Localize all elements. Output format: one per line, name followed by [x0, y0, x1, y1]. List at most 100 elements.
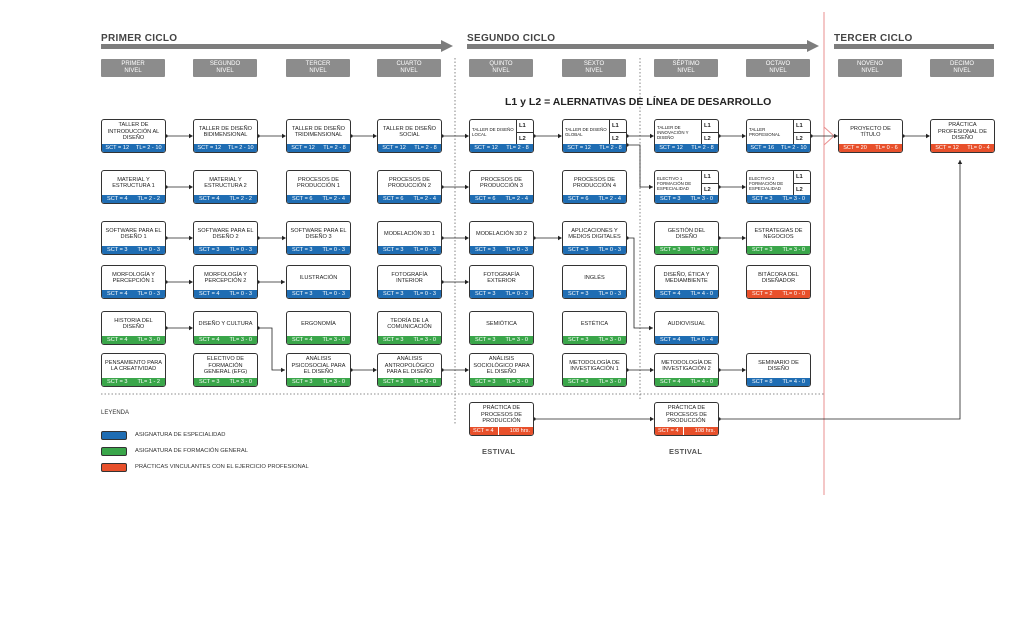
level-header-text: NIVEL — [769, 68, 787, 74]
course-tl: TL= 0 - 3 — [322, 291, 346, 297]
link-cultura-psicosocial-arrowhead-icon — [281, 367, 285, 373]
course-name: MODELACIÓN 3D 2 — [476, 230, 527, 237]
course-card-c26[interactable]: ELECTIVO DE FORMACIÓN GENERAL (EFG)SCT =… — [193, 353, 258, 387]
line-option-l1: L1 — [701, 171, 718, 184]
course-tl: TL= 2 - 10 — [780, 145, 807, 151]
course-name: SOFTWARE PARA EL DISEÑO 1 — [105, 227, 162, 240]
course-tl: TL= 3 - 0 — [690, 247, 714, 253]
course-name: PROCESOS DE PRODUCCIÓN 2 — [388, 176, 431, 189]
link-fotografia-1-2-arrowhead-icon — [465, 279, 469, 285]
line-option-l1: L1 — [609, 120, 626, 133]
course-name: SOFTWARE PARA EL DISEÑO 2 — [197, 227, 254, 240]
course-name: ERGONOMÍA — [301, 320, 336, 327]
level-header-text: NOVENO — [856, 61, 883, 67]
course-tl: TL= 4 - 0 — [690, 379, 714, 385]
course-sct: SCT = 6 — [291, 196, 313, 202]
course-tl: TL= 3 - 0 — [137, 337, 161, 343]
link-taller-5-6-arrowhead-icon — [558, 133, 562, 139]
course-sct: SCT = 12 — [567, 145, 591, 151]
course-tl: TL= 0 - 4 — [690, 337, 714, 343]
course-sct: SCT = 12 — [197, 145, 222, 151]
course-sct: SCT = 4 — [658, 427, 684, 435]
course-name: ELECTIVO DE FORMACIÓN GENERAL (EFG) — [203, 356, 248, 376]
course-tl: TL= 2 - 8 — [599, 145, 622, 151]
level-header-text: NIVEL — [124, 68, 142, 74]
line-option-l1: L1 — [701, 120, 718, 133]
course-name: APLICACIONES Y MEDIOS DIGITALES — [568, 227, 621, 240]
course-tl: TL= 0 - 3 — [229, 291, 253, 297]
link-software-2-3-arrowhead-icon — [282, 235, 286, 241]
course-sct: SCT = 3 — [567, 291, 589, 297]
course-sct: SCT = 20 — [843, 145, 867, 151]
course-name: PRÁCTICA PROFESIONAL DE DISEÑO — [938, 122, 987, 142]
link-modelacion-2-aplicaciones-arrowhead-icon — [558, 235, 562, 241]
course-sct: SCT = 4 — [198, 337, 220, 343]
course-name: MATERIAL Y ESTRUCTURA 2 — [204, 176, 247, 189]
cycle-arrow-primer-icon — [441, 40, 453, 52]
course-tl: TL= 2 - 10 — [227, 145, 254, 151]
course-name: ELECTIVO 2 FORMACIÓN DE ESPECIALIDAD — [749, 175, 784, 191]
course-tl: TL= 3 - 0 — [598, 337, 622, 343]
course-name: SEMINARIO DE DISEÑO — [758, 359, 799, 372]
